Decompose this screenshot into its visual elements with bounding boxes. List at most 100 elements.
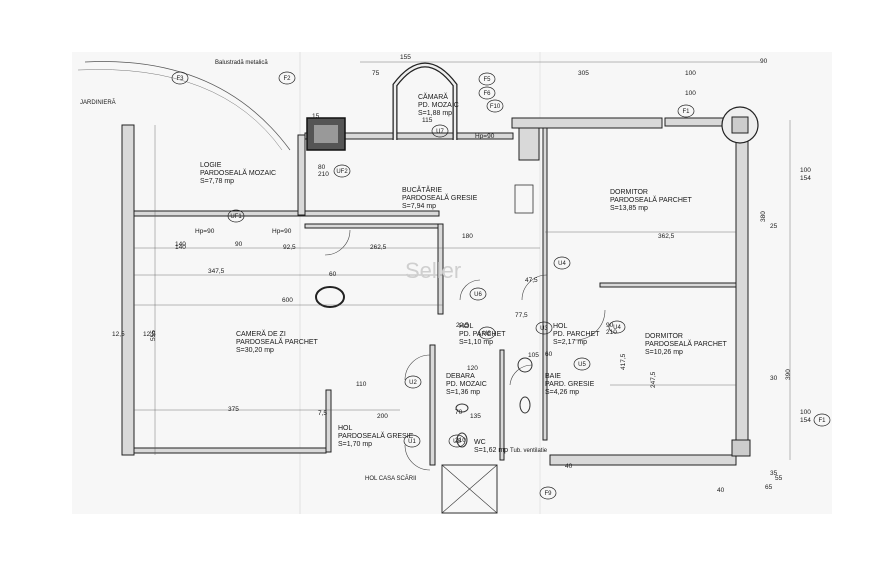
tag-marker (478, 86, 496, 100)
dimension-label: 100 (800, 167, 811, 174)
dimension-label: 305 (578, 70, 589, 77)
dimension-label: 90 (760, 58, 768, 65)
tag-label: U8 (453, 439, 461, 445)
wall-logie-south (133, 210, 440, 217)
round-table (315, 286, 345, 308)
planter-label: JARDINIERĂ (80, 99, 116, 106)
tag-label: F10 (490, 104, 501, 110)
dimension-label: 135 (470, 413, 481, 420)
tag-label: U6 (474, 292, 482, 298)
dimension-label: 362,5 (658, 233, 675, 240)
wall-logie-east (297, 134, 306, 216)
tag-marker (553, 256, 571, 270)
tag-marker (431, 124, 449, 138)
tag-marker (573, 357, 591, 371)
wall-south (133, 447, 327, 454)
room-label-baie: BAIE (545, 373, 561, 380)
room-label-hol2: HOL (553, 323, 568, 330)
room-label-hol1: HOL (459, 323, 474, 330)
dimension-label: 90 (235, 241, 243, 248)
dimension-label: 55 (775, 475, 783, 482)
dimension-label: 140 (175, 244, 186, 251)
tag-label: U1 (408, 439, 416, 445)
room-label-dormitor2: DORMITOR (645, 333, 683, 340)
tag-marker (403, 434, 421, 448)
pantry-arch-fill (393, 63, 457, 140)
tag-marker (171, 71, 189, 85)
tag-marker (478, 72, 496, 86)
room-label-hol3: HOL (338, 425, 353, 432)
dimension-label: 140 (175, 241, 186, 248)
room-label-baie: S=4,26 mp (545, 389, 579, 396)
room-label-camera-zi: CAMERĂ DE ZI (236, 329, 286, 338)
dimension-label: Hp=90 (195, 228, 215, 235)
dimension-label: 100 (685, 70, 696, 77)
wall-north-east-2 (664, 117, 726, 127)
dimension-label: 12,5 (143, 331, 156, 338)
room-label-camara: PD. MOZAIC (418, 102, 459, 109)
door-swing (459, 279, 481, 301)
door-swing (509, 364, 533, 386)
bidet (519, 396, 531, 414)
tag-marker (677, 104, 695, 118)
room-label-debara: PD. MOZAIC (446, 381, 487, 388)
dimension-label: 155 (400, 54, 411, 61)
dimension-label: 65 (765, 484, 773, 491)
tag-label: F1 (682, 109, 690, 115)
door-swing (521, 274, 548, 301)
dimension-label: 12,5 (112, 331, 125, 338)
wall-bath (499, 349, 505, 461)
tag-marker (469, 287, 487, 301)
wall-kitchen-west (437, 223, 444, 315)
chimney-core (314, 125, 338, 143)
dimension-label: 92,5 (283, 244, 296, 251)
tag-marker (227, 209, 245, 223)
washbasin (455, 403, 469, 413)
dimension-label: 380 (760, 211, 767, 222)
vent-label: Tub. ventilatie (510, 448, 548, 454)
tag-marker (333, 164, 351, 178)
dimension-label: 210 (455, 437, 466, 444)
room-label-logie: LOGIE (200, 162, 222, 169)
room-label-wc: WC (474, 439, 486, 446)
dimension-label: 154 (800, 175, 811, 182)
tag-marker (813, 413, 831, 427)
room-label-dormitor1: S=13,85 mp (610, 205, 648, 212)
room-label-dormitor1: DORMITOR (610, 189, 648, 196)
dimension-label: Hp=90 (475, 133, 495, 140)
room-label-baie: PARD. GRESIE (545, 381, 595, 388)
dimension-label: 30 (770, 375, 778, 382)
tag-label: F2 (283, 76, 291, 82)
room-label-dormitor2: S=10,26 mp (645, 349, 683, 356)
dimension-label: 154 (800, 417, 811, 424)
walls (121, 117, 749, 466)
dimension-label: 200 (377, 413, 388, 420)
dimension-label: 120 (467, 365, 478, 372)
dimension-label: 347,5 (208, 268, 225, 275)
column-core (731, 116, 749, 134)
room-label-wc: S=1,62 mp (474, 447, 508, 454)
dimension-label: 417,5 (620, 353, 627, 370)
dimension-label: 555 (150, 330, 157, 341)
tag-label: U4 (558, 261, 566, 267)
washbasin (517, 357, 533, 373)
dimension-label: 40 (565, 463, 573, 470)
dimension-label: 70 (455, 409, 463, 416)
dimension-label: Hp=90 (272, 228, 292, 235)
room-label-hol2: PD. PARCHET (553, 331, 600, 338)
kitchen-sink (514, 184, 534, 214)
tag-label: F3 (176, 76, 184, 82)
wall-bedroom2-north (599, 282, 737, 288)
dimension-label: 262,5 (370, 244, 387, 251)
dimension-label: 90 (606, 322, 614, 329)
room-label-hol2: S=2,17 mp (553, 339, 587, 346)
tag-label: U5 (578, 362, 586, 368)
wall-north-east (511, 117, 663, 129)
stairwell (441, 464, 498, 514)
tag-label: UF2 (336, 169, 348, 175)
dimension-label: 390 (785, 369, 792, 380)
dimension-label: 210 (606, 329, 617, 336)
room-label-hol1: S=1,10 mp (459, 339, 493, 346)
dimension-label: 210 (318, 171, 329, 178)
